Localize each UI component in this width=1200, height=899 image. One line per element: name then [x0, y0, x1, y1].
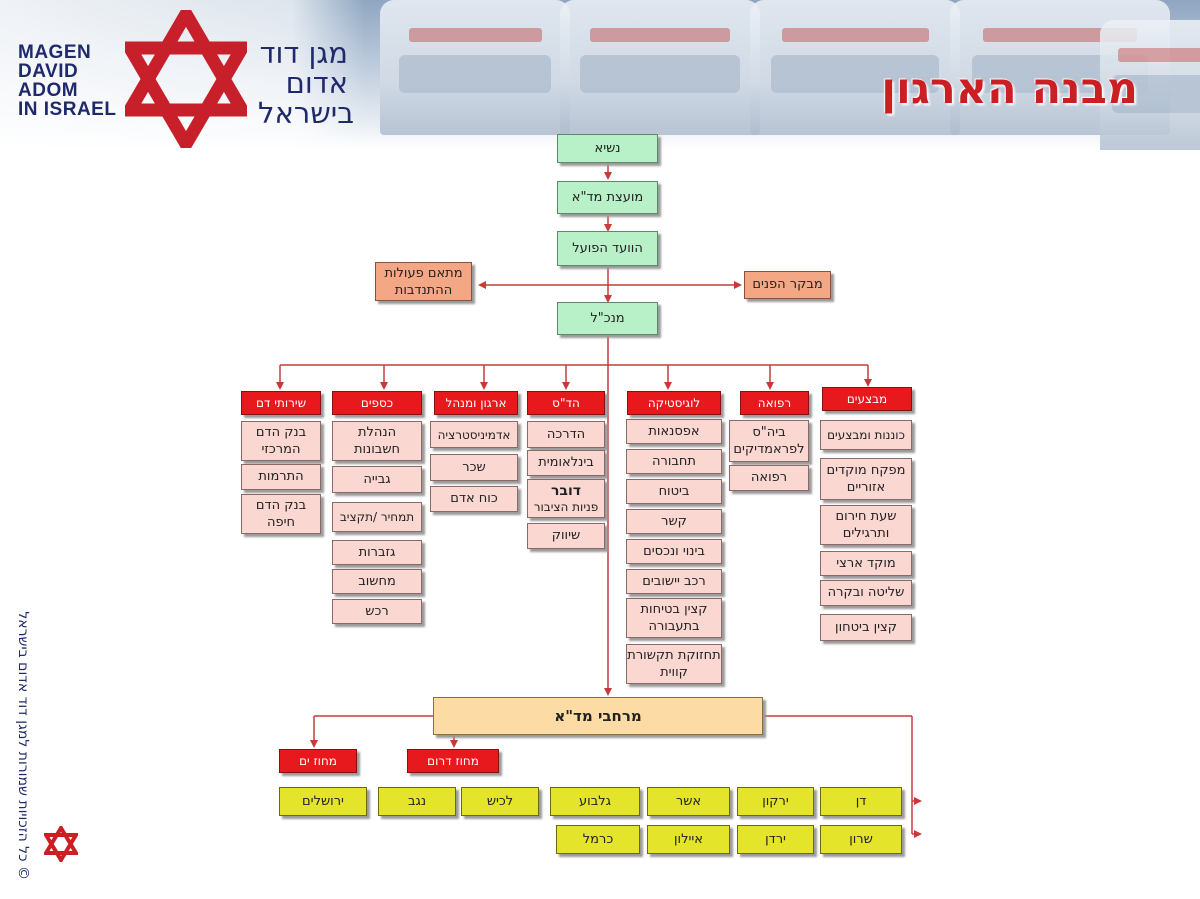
unit-box: רכש [332, 599, 422, 624]
division-header: כספים [332, 391, 422, 415]
unit-box: ביטוח [626, 479, 722, 504]
unit-box: שליטה ובקרה [820, 580, 912, 606]
unit-box: בינוי ונכסים [626, 539, 722, 564]
box-line: דובר [551, 482, 582, 499]
box-ceo: מנכ"ל [557, 302, 658, 335]
box-line: פניות הציבור [533, 499, 599, 514]
box-council: מועצת מד"א [557, 181, 658, 214]
unit-box: תחבורה [626, 449, 722, 474]
district-header: מחוז ים [279, 749, 357, 773]
box-volunteer-coordinator: מתאם פעולות ההתנדבות [375, 262, 472, 301]
region-box: כרמל [556, 825, 640, 854]
unit-box: הנהלת חשבונות [332, 421, 422, 461]
unit-box: בינלאומית [527, 450, 605, 476]
unit-box: בנק הדם חיפה [241, 494, 321, 534]
unit-box: אפסנאות [626, 419, 722, 444]
star-of-david-icon [44, 826, 78, 862]
unit-box: גזברות [332, 540, 422, 565]
unit-box: בנק הדם המרכזי [241, 421, 321, 461]
division-header: הד"ס [527, 391, 605, 415]
header-banner: MAGEN DAVID ADOM IN ISRAEL מגן דוד אדום … [0, 0, 1200, 150]
logo-text-en: IN ISRAEL [18, 99, 117, 120]
unit-box: מפקח מוקדים אזוריים [820, 458, 912, 500]
unit-box: תחזוקת תקשורת קווית [626, 644, 722, 684]
region-box: אשר [647, 787, 730, 816]
box-line: ההתנדבות [394, 282, 453, 298]
ambulance-image [1100, 20, 1200, 150]
unit-box: תמחיר /תקציב [332, 502, 422, 532]
unit-box: מחשוב [332, 569, 422, 594]
box-line: מתאם פעולות [384, 265, 463, 281]
logo-text-en: ADOM [18, 80, 79, 101]
division-header: רפואה [740, 391, 809, 415]
ambulance-image [560, 0, 760, 135]
division-header: מבצעים [822, 387, 912, 411]
region-box: ירדן [737, 825, 814, 854]
unit-box: כוננות ומבצעים [820, 420, 912, 450]
unit-box: ביה"ס לפראמדיקים [729, 420, 809, 462]
ambulance-image [380, 0, 570, 135]
unit-box: התרמות [241, 464, 321, 490]
box-executive: הוועד הפועל [557, 231, 658, 266]
region-box: ירקון [737, 787, 814, 816]
region-box: לכיש [461, 787, 539, 816]
logo-text-he: בישראל [258, 96, 355, 130]
ambulance-image [750, 0, 960, 135]
unit-box: רכב יישובים [626, 569, 722, 594]
logo: MAGEN DAVID ADOM IN ISRAEL מגן דוד אדום … [0, 0, 365, 150]
unit-box: קצין בטיחות בתעבורה [626, 598, 722, 638]
unit-box: קצין ביטחון [820, 614, 912, 641]
region-box: איילון [647, 825, 730, 854]
division-header: שירותי דם [241, 391, 321, 415]
unit-box: מוקד ארצי [820, 551, 912, 576]
box-president: נשיא [557, 134, 658, 163]
unit-box: שכר [430, 454, 518, 481]
star-of-david-icon [125, 10, 247, 148]
division-header: לוגיסטיקה [627, 391, 721, 415]
unit-box: דובר פניות הציבור [527, 479, 605, 518]
district-header: מחוז דרום [407, 749, 499, 773]
unit-box: גבייה [332, 466, 422, 493]
unit-box: אדמיניסטרציה [430, 421, 518, 448]
box-internal-auditor: מבקר הפנים [744, 271, 831, 299]
region-box: ירושלים [279, 787, 367, 816]
region-box: גלבוע [550, 787, 640, 816]
unit-box: הדרכה [527, 421, 605, 448]
unit-box: שעת חירום ותרגילים [820, 505, 912, 545]
region-box: שרון [820, 825, 902, 854]
logo-text-he: מגן דוד [259, 36, 348, 70]
box-regions: מרחבי מד"א [433, 697, 763, 735]
unit-box: קשר [626, 509, 722, 534]
unit-box: שיווק [527, 523, 605, 549]
unit-box: כוח אדם [430, 486, 518, 512]
division-header: ארגון ומנהל [434, 391, 518, 415]
region-box: נגב [378, 787, 456, 816]
logo-text-en: MAGEN [18, 42, 92, 63]
logo-text-he: אדום [285, 66, 348, 100]
logo-text-en: DAVID [18, 61, 79, 82]
region-box: דן [820, 787, 902, 816]
unit-box: רפואה [729, 465, 809, 491]
page-title: מבנה הארגון [881, 64, 1138, 114]
